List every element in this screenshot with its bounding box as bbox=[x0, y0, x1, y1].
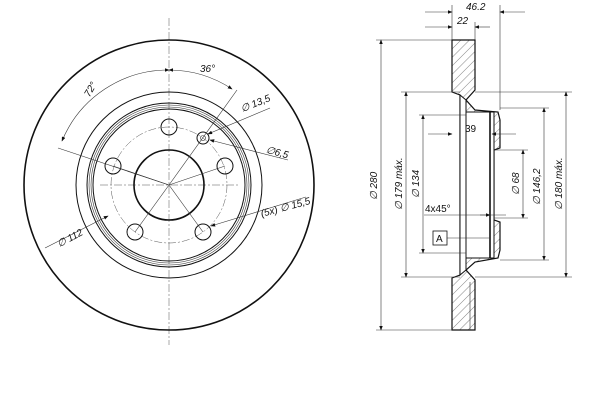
angle-72-label: 72° bbox=[83, 80, 100, 99]
depth-39-label: 39 bbox=[465, 124, 477, 135]
front-view: 72° 36° ∅ 13,5 ∅6,5 (5x) ∅ 15,5 ∅ 112 bbox=[23, 18, 315, 345]
side-view: 46.2 22 39 ∅ 280 ∅ 179 máx. ∅ 134 ∅ 68 ∅… bbox=[369, 2, 572, 331]
dia-146-2-label: ∅ 146,2 bbox=[532, 168, 543, 205]
dia-280-label: ∅ 280 bbox=[369, 171, 380, 200]
dia-68-label: ∅ 68 bbox=[511, 172, 522, 195]
bolt-circle-112-label: ∅ 112 bbox=[56, 227, 86, 250]
bolt-hole bbox=[216, 157, 234, 175]
dia-180-max-label: ∅ 180 máx. bbox=[554, 157, 565, 210]
chamfer-label: 4x45° bbox=[425, 204, 451, 215]
disc-outer-edge bbox=[23, 39, 315, 331]
bolt-hole bbox=[104, 157, 122, 175]
bolt-hole bbox=[194, 223, 212, 241]
center-bore bbox=[133, 149, 205, 221]
locating-hole bbox=[196, 131, 210, 145]
datum-a-label: A bbox=[436, 234, 443, 245]
bore-13-5-label: ∅ 13,5 bbox=[239, 93, 272, 115]
hole-6-5-label: ∅6,5 bbox=[265, 145, 290, 162]
width-46-2-label: 46.2 bbox=[466, 2, 486, 13]
dia-134-label: ∅ 134 bbox=[411, 169, 422, 198]
bolt-hole bbox=[126, 223, 144, 241]
dia-179-max-label: ∅ 179 máx. bbox=[394, 157, 405, 210]
angle-36-label: 36° bbox=[200, 64, 215, 75]
bolt-hole-15-5-label: (5x) ∅ 15,5 bbox=[260, 196, 312, 220]
width-22-label: 22 bbox=[456, 16, 469, 27]
